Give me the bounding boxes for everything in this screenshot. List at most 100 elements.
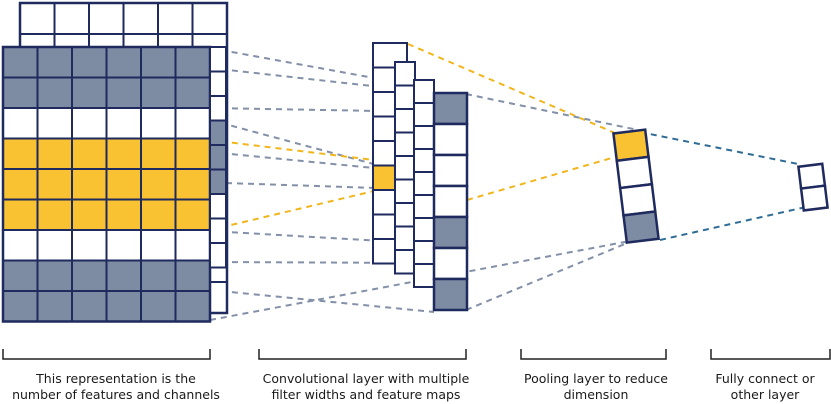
orange-connector (209, 139, 375, 161)
pool-cell (612, 128, 650, 163)
caption-fc-line1: Fully connect or (715, 371, 815, 386)
bracket-fc (710, 349, 831, 360)
input-side-cell (209, 217, 227, 244)
conv-cell (413, 79, 435, 104)
matrix-cell (174, 76, 211, 109)
orange-connector (407, 43, 616, 134)
matrix-cell (71, 76, 108, 109)
conv-front-cell (432, 215, 469, 250)
caption-pooling-layer: Pooling layer to reduce dimension (515, 371, 677, 403)
conv-front-cell (432, 153, 469, 188)
matrix-cell (140, 107, 177, 140)
matrix-cell (174, 229, 211, 262)
matrix-cell (174, 46, 211, 79)
fc-cell (797, 162, 827, 190)
conv-cell (413, 263, 435, 288)
input-side-cell (209, 119, 227, 146)
gray-connector (209, 289, 435, 313)
matrix-cell (105, 76, 142, 109)
conv-cell (413, 125, 435, 150)
conv-cell (394, 61, 416, 87)
input-side-cell (209, 95, 227, 122)
orange-connector (209, 190, 375, 231)
fully-connected-layer-vector (797, 162, 829, 212)
connector-lines (209, 43, 807, 321)
matrix-cell (174, 107, 211, 140)
caption-conv-line2: filter widths and feature maps (271, 387, 461, 402)
bracket-input (2, 349, 211, 360)
input-side-cell (209, 193, 227, 220)
input-side-cell (209, 70, 227, 97)
blue-connector (659, 206, 807, 241)
matrix-cell (2, 137, 39, 170)
pool-vector (612, 128, 660, 245)
conv-cell (394, 202, 416, 228)
matrix-cell (174, 290, 211, 323)
matrix-cell (2, 259, 39, 292)
matrix-cell (105, 46, 142, 79)
caption-fc-line2: other layer (730, 387, 800, 402)
matrix-cell (191, 2, 228, 35)
matrix-cell (2, 168, 39, 201)
gray-connector (209, 47, 375, 79)
matrix-cell (2, 229, 39, 262)
bracket-conv (258, 349, 467, 360)
gray-connector (465, 240, 633, 311)
matrix-cell (140, 76, 177, 109)
input-side-strip (209, 46, 227, 269)
conv-map-front (432, 91, 469, 312)
matrix-cell (140, 259, 177, 292)
caption-pool-line1: Pooling layer to reduce (524, 371, 668, 386)
matrix-cell (122, 2, 159, 35)
pool-cell (615, 155, 654, 190)
caption-input-line2: number of features and channels (12, 387, 220, 402)
conv-front-cell (432, 277, 469, 312)
conv-cell (394, 225, 416, 251)
matrix-cell (36, 46, 73, 79)
conv-cell (413, 148, 435, 173)
matrix-cell (105, 168, 142, 201)
input-side-cell (209, 46, 227, 73)
pool-cell (622, 210, 660, 245)
matrix-cell (140, 290, 177, 323)
conv-cell (394, 178, 416, 204)
matrix-cell (105, 290, 142, 323)
input-front-layer (1, 45, 212, 323)
matrix-cell (174, 198, 211, 231)
matrix-cell (140, 198, 177, 231)
matrix-cell (36, 168, 73, 201)
caption-input-representation: This representation is the number of fea… (0, 371, 232, 403)
gray-connector (225, 182, 438, 191)
conv-cell (394, 155, 416, 181)
fc-vector (797, 162, 829, 212)
matrix-cell (36, 137, 73, 170)
matrix-cell (105, 229, 142, 262)
matrix-cell (88, 2, 125, 35)
matrix-cell (157, 2, 194, 35)
matrix-cell (140, 168, 177, 201)
conv-cell (413, 194, 435, 219)
matrix-cell (71, 168, 108, 201)
matrix-cell (105, 107, 142, 140)
matrix-cell (53, 2, 90, 35)
input-side-cell (209, 242, 227, 269)
convolutional-feature-maps (372, 42, 469, 312)
gray-connector (209, 261, 435, 264)
conv-cell (394, 249, 416, 275)
matrix-cell (174, 168, 211, 201)
matrix-cell (105, 198, 142, 231)
matrix-cell (2, 76, 39, 109)
conv-map-3 (413, 79, 435, 288)
conv-cell (394, 131, 416, 157)
matrix-cell (2, 290, 39, 323)
caption-conv-line1: Convolutional layer with multiple (262, 371, 470, 386)
conv-front-cell (432, 246, 469, 281)
conv-cell (394, 84, 416, 110)
matrix-cell (105, 259, 142, 292)
conv-map-2 (394, 61, 416, 275)
matrix-cell (36, 76, 73, 109)
conv-cell (413, 240, 435, 265)
matrix-cell (140, 137, 177, 170)
matrix-cell (71, 198, 108, 231)
